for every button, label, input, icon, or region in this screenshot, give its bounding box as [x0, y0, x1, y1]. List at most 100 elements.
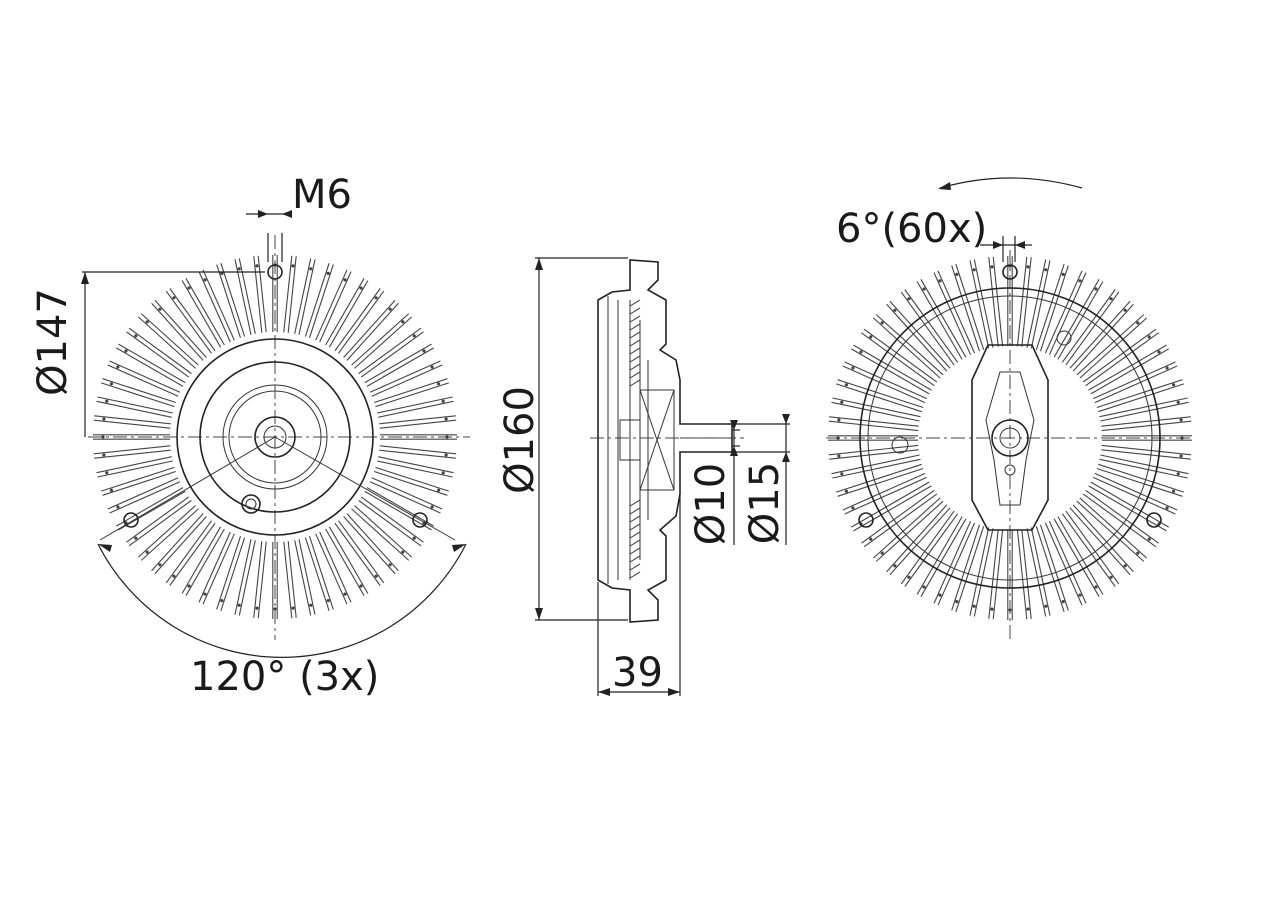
rear-fin — [863, 493, 938, 548]
dimension-m6-label: M6 — [292, 172, 352, 218]
front-angle-ray-left — [99, 436, 276, 541]
front-fin — [202, 269, 235, 341]
rear-fin — [904, 513, 959, 587]
rear-fin — [1030, 527, 1051, 616]
rear-fin-tip — [922, 585, 926, 589]
front-fin — [308, 536, 334, 610]
front-fin — [338, 520, 385, 584]
dimension-angle-120-label: 120° (3x) — [190, 654, 379, 700]
rear-fin-tip — [859, 350, 863, 354]
rear-fin-tip — [1109, 297, 1113, 301]
rear-fin — [851, 481, 930, 528]
front-fin — [298, 539, 316, 615]
rear-center-bridge — [971, 344, 1049, 531]
front-fin — [378, 456, 454, 474]
rear-fin — [1101, 416, 1191, 427]
front-fin — [220, 537, 246, 611]
rear-fin-tip — [1094, 585, 1098, 589]
front-fin — [169, 522, 216, 586]
rear-fin — [1039, 524, 1069, 611]
rear-fin-tip — [1147, 537, 1151, 541]
angle-120-arrow-left — [98, 544, 112, 552]
front-fin-tip — [343, 592, 347, 596]
front-fin — [253, 256, 263, 333]
rear-fin — [1039, 265, 1069, 352]
front-fin — [369, 481, 441, 514]
rear-fin — [1076, 500, 1145, 562]
front-fin — [377, 460, 453, 478]
rear-fin — [831, 401, 920, 422]
rear-fin — [1090, 348, 1169, 395]
front-fin — [257, 255, 267, 333]
rear-fin — [951, 524, 981, 611]
front-fin — [319, 271, 352, 343]
front-fin-tip — [374, 296, 378, 300]
front-fin — [140, 508, 199, 561]
front-fin-tip — [309, 267, 313, 271]
front-fin — [346, 513, 399, 572]
rear-fin-tip — [840, 400, 844, 404]
rear-fin — [1065, 510, 1120, 585]
side-hatch-line — [629, 539, 641, 547]
side-hatch-line — [629, 499, 641, 507]
front-fin-tip — [430, 365, 434, 369]
rear-fin — [1026, 259, 1047, 348]
front-fin — [101, 466, 175, 492]
rear-fin — [969, 527, 990, 616]
front-fin — [118, 490, 186, 531]
rear-fin-tip — [1136, 551, 1140, 555]
front-fin — [334, 522, 381, 586]
rear-fin-tip — [880, 321, 884, 325]
front-fin — [154, 299, 207, 358]
side-hatch-line — [629, 347, 641, 355]
front-fin — [137, 316, 196, 369]
rear-fin — [1061, 289, 1116, 363]
rear-fin — [1082, 493, 1157, 548]
rear-fin-tip — [1165, 366, 1169, 370]
dimension-dia160-label: Ø160 — [497, 386, 543, 494]
side-hatch-line — [629, 371, 641, 379]
rear-inner-ring — [867, 295, 1153, 581]
rear-fin — [920, 518, 967, 597]
front-fin-tip — [255, 606, 259, 610]
front-fin-tip — [343, 278, 347, 282]
front-fin — [315, 269, 348, 341]
front-fin — [358, 327, 422, 374]
angle-120-arrow-right — [452, 544, 466, 552]
front-fin — [94, 449, 171, 459]
rear-bridge-rib — [985, 371, 1035, 506]
side-hatching — [629, 299, 641, 579]
rear-fin-tip — [844, 489, 849, 493]
dimension-dia15-label: Ø15 — [742, 462, 788, 544]
rear-center-hub — [991, 419, 1029, 457]
rear-fin — [853, 485, 932, 532]
rear-fin — [875, 314, 944, 376]
front-small-plug — [241, 494, 261, 514]
rear-fin-tip — [1061, 272, 1065, 276]
rear-mount-hole-top — [1002, 264, 1018, 280]
front-fin — [107, 364, 179, 397]
rear-fin-tip — [1026, 265, 1030, 269]
rear-fin — [1069, 300, 1131, 369]
front-fin-tip — [102, 453, 106, 457]
front-fin — [308, 264, 334, 338]
m6-arrow-left — [258, 210, 268, 218]
front-fin-tip — [203, 592, 207, 596]
front-fin — [366, 487, 434, 527]
front-fin — [151, 302, 204, 361]
rear-fins — [828, 256, 1192, 620]
front-fin — [220, 263, 246, 337]
rear-fin — [836, 383, 922, 413]
rear-fin-tip — [1044, 604, 1048, 608]
rear-fin — [955, 526, 985, 612]
front-shaft-core — [263, 425, 287, 449]
front-fin — [93, 419, 171, 429]
rear-fin — [969, 260, 990, 349]
front-fin-tip — [374, 574, 378, 578]
rear-fin-tip — [1179, 454, 1183, 458]
rear-fin — [1021, 529, 1032, 619]
front-fin — [343, 299, 396, 358]
front-mount-hole-top — [267, 264, 283, 280]
rear-fin — [1092, 476, 1176, 515]
front-mount-hole-right — [412, 512, 428, 528]
